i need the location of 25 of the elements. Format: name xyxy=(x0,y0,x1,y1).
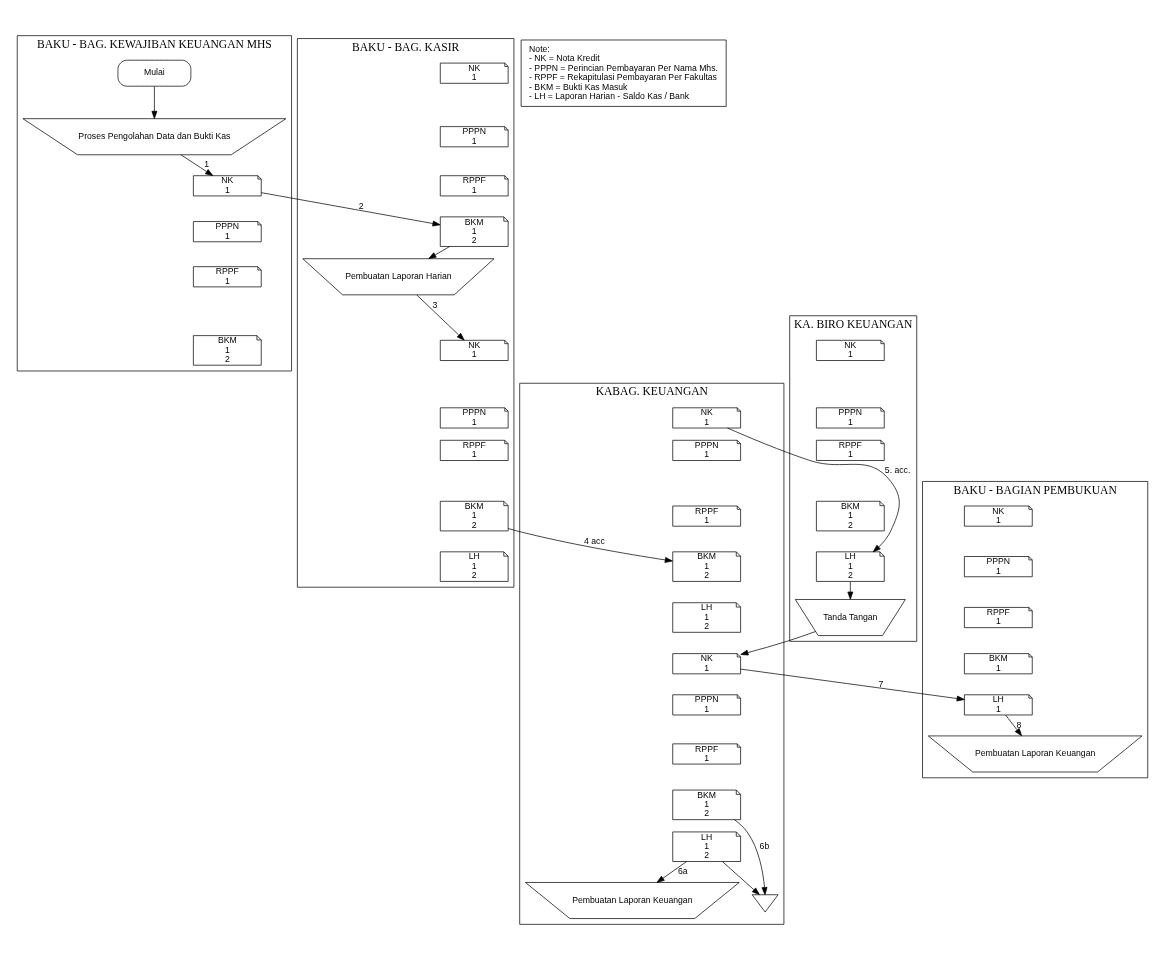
arrow xyxy=(734,819,768,896)
edge-label: 6b xyxy=(759,840,770,851)
arrow xyxy=(727,427,900,553)
edge-label: 8 xyxy=(1016,719,1022,730)
edge-label: 7 xyxy=(878,678,884,689)
arrow xyxy=(180,154,214,176)
node-box: Note: - NK = Nota Kredit - PPPN = Perincian Pembayaran Per Nama Mhs. - RPPF = Rekapitulasi Pembayaran Per Fakultas - BKM = Bukti Kas Masuk - LH = Laporan Harian - Saldo Kas / Bank xyxy=(520,39,727,107)
edge-label: 1 xyxy=(204,159,210,170)
arrow xyxy=(740,668,965,702)
arrow xyxy=(722,861,760,895)
node-box: Mulai xyxy=(117,59,192,87)
edge-label: 4 acc xyxy=(584,535,605,546)
arrow xyxy=(416,294,465,341)
arrow xyxy=(261,192,441,227)
edge-label: 5. acc. xyxy=(884,465,911,476)
arrow xyxy=(428,246,450,259)
arrow xyxy=(740,631,816,656)
arrow xyxy=(847,581,854,600)
arrow xyxy=(1005,714,1022,737)
arrow xyxy=(656,861,687,883)
node-triangle xyxy=(751,894,779,913)
edge-label: 3 xyxy=(432,299,438,310)
edge-label: 6a xyxy=(678,866,688,877)
arrow xyxy=(151,86,158,119)
edge-label: 2 xyxy=(358,200,364,211)
